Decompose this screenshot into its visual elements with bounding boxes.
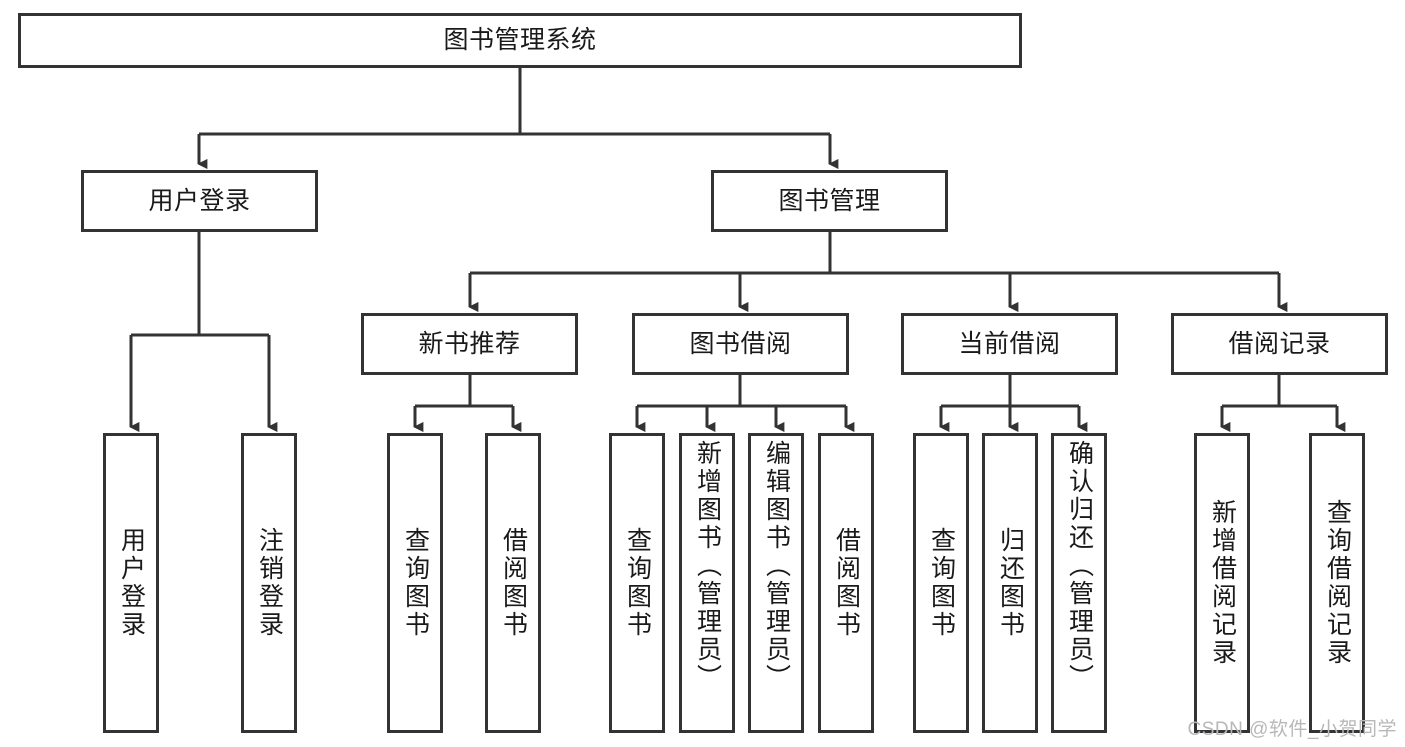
- node-leaf-borrow-record-add-label: 新增借阅记录: [1208, 499, 1237, 667]
- node-leaf-borrow-record-query-label: 查询借阅记录: [1323, 499, 1352, 667]
- node-borrow-record-label: 借阅记录: [1228, 329, 1331, 358]
- node-leaf-current-borrow-return-label: 归还图书: [996, 527, 1025, 639]
- node-leaf-current-borrow-query[interactable]: 查询图书: [913, 433, 969, 733]
- node-leaf-book-borrow-edit[interactable]: 编辑图书（管理员）: [748, 433, 804, 733]
- node-leaf-current-borrow-return[interactable]: 归还图书: [982, 433, 1038, 733]
- node-leaf-new-book-query-label: 查询图书: [401, 527, 430, 639]
- node-book-management[interactable]: 图书管理: [711, 170, 948, 232]
- node-borrow-record[interactable]: 借阅记录: [1171, 313, 1388, 375]
- node-new-book-recommend-label: 新书推荐: [418, 329, 521, 358]
- node-user-login[interactable]: 用户登录: [81, 170, 318, 232]
- node-leaf-new-book-query[interactable]: 查询图书: [387, 433, 443, 733]
- node-leaf-current-borrow-query-label: 查询图书: [927, 527, 956, 639]
- node-leaf-user-login-logout[interactable]: 注销登录: [241, 433, 297, 733]
- node-leaf-new-book-borrow[interactable]: 借阅图书: [485, 433, 541, 733]
- node-current-borrow[interactable]: 当前借阅: [901, 313, 1118, 375]
- node-leaf-book-borrow-add[interactable]: 新增图书（管理员）: [679, 433, 735, 733]
- node-root-system-label: 图书管理系统: [443, 26, 597, 54]
- node-leaf-current-borrow-confirm[interactable]: 确认归还（管理员）: [1051, 433, 1107, 733]
- node-leaf-book-borrow-borrow-label: 借阅图书: [832, 527, 861, 639]
- node-current-borrow-label: 当前借阅: [958, 329, 1061, 358]
- node-user-login-label: 用户登录: [148, 186, 251, 215]
- node-leaf-user-login-login[interactable]: 用户登录: [103, 433, 159, 733]
- node-leaf-book-borrow-borrow[interactable]: 借阅图书: [818, 433, 874, 733]
- node-leaf-user-login-logout-label: 注销登录: [255, 527, 284, 639]
- node-leaf-borrow-record-query[interactable]: 查询借阅记录: [1309, 433, 1365, 733]
- node-new-book-recommend[interactable]: 新书推荐: [361, 313, 578, 375]
- node-leaf-user-login-login-label: 用户登录: [117, 527, 146, 639]
- node-leaf-current-borrow-confirm-label: 确认归还（管理员）: [1065, 440, 1094, 692]
- node-leaf-new-book-borrow-label: 借阅图书: [499, 527, 528, 639]
- node-book-borrow[interactable]: 图书借阅: [632, 313, 849, 375]
- node-leaf-book-borrow-add-label: 新增图书（管理员）: [693, 440, 722, 692]
- node-leaf-borrow-record-add[interactable]: 新增借阅记录: [1194, 433, 1250, 733]
- node-book-borrow-label: 图书借阅: [689, 329, 792, 358]
- node-leaf-book-borrow-query[interactable]: 查询图书: [609, 433, 665, 733]
- node-leaf-book-borrow-query-label: 查询图书: [623, 527, 652, 639]
- node-book-management-label: 图书管理: [778, 186, 881, 215]
- node-root-system[interactable]: 图书管理系统: [18, 13, 1022, 68]
- node-leaf-book-borrow-edit-label: 编辑图书（管理员）: [762, 440, 791, 692]
